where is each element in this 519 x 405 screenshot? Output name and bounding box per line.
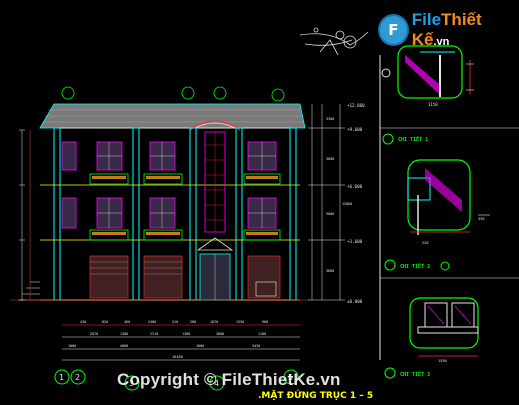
height-dim: 3300 (326, 117, 334, 121)
svg-text:3430: 3430 (252, 344, 260, 348)
dim-total: 16460 (172, 355, 183, 359)
svg-text:510: 510 (172, 320, 178, 324)
brand-name: FileThiết Kế.vn (412, 10, 519, 50)
brand-name-part3: .vn (433, 36, 450, 48)
dim-row-mid: 2070 1300 2310 1380 3000 1100 (90, 332, 266, 336)
svg-text:330: 330 (478, 217, 485, 221)
brand-name-part1: File (411, 10, 442, 29)
svg-text:1550: 1550 (438, 359, 447, 363)
copyright-watermark: Copyright © FileThietKe.vn (117, 370, 341, 389)
svg-text:1380: 1380 (182, 332, 190, 336)
height-dim: 3600 (326, 269, 334, 273)
svg-text:960: 960 (262, 320, 268, 324)
svg-text:1600: 1600 (196, 344, 204, 348)
detail-1-drawing: 1150 CHI TIẾT 1 (381, 45, 474, 145)
height-dim: 3000 (326, 212, 334, 216)
svg-text:430: 430 (80, 320, 86, 324)
svg-text:1070: 1070 (210, 320, 218, 324)
left-height-dimensions (19, 129, 31, 301)
detail-1-label: CHI TIẾT 1 (398, 135, 428, 143)
detail-3-label: CHI TIẾT 3 (400, 370, 430, 378)
bottom-dimensions (62, 324, 300, 361)
building-elevation (10, 86, 310, 301)
svg-text:820: 820 (102, 320, 108, 324)
dim-row-bottom: 1000 4060 1600 3430 (68, 344, 260, 348)
svg-text:3000: 3000 (216, 332, 224, 336)
axis-label: 2 (75, 373, 80, 382)
axis-label: 3 (129, 379, 134, 388)
svg-text:1000: 1000 (68, 344, 76, 348)
svg-text:1550: 1550 (236, 320, 244, 324)
axis-label: 4 (214, 379, 219, 388)
axis-label: 1 (59, 373, 64, 382)
level-label: +12.860 (347, 103, 365, 108)
svg-text:2400: 2400 (148, 320, 156, 324)
svg-text:2310: 2310 (150, 332, 158, 336)
svg-text:2070: 2070 (90, 332, 98, 336)
svg-text:4060: 4060 (120, 344, 128, 348)
level-label: +6.600 (347, 184, 363, 189)
svg-text:1100: 1100 (258, 332, 266, 336)
filethietke-logo-icon: F (378, 14, 409, 46)
svg-text:1300: 1300 (120, 332, 128, 336)
brand-name-part2: Thiết Kế (411, 10, 482, 49)
detail-2-drawing: 330 220 CHI TIẾT 2 (384, 159, 490, 271)
svg-text:1150: 1150 (428, 102, 438, 107)
level-label: ±0.000 (347, 299, 363, 304)
detail-2-label: CHI TIẾT 2 (400, 262, 430, 270)
axis-label: 5 (288, 373, 293, 382)
right-height-dimensions (308, 104, 345, 301)
axis-bubbles: 1 2 3 4 5 (54, 369, 299, 391)
drawing-title: .MẶT ĐỨNG TRỤC 1 – 5 (258, 391, 374, 401)
level-label: +3.600 (347, 239, 363, 244)
svg-text:460: 460 (124, 320, 130, 324)
height-dim-total: 12860 (342, 202, 352, 206)
brand-logo: F FileThiết Kế.vn (378, 10, 519, 49)
level-label: +9.600 (347, 127, 363, 132)
height-dim: 3000 (326, 157, 334, 161)
svg-text:280: 280 (190, 320, 196, 324)
svg-text:220: 220 (422, 241, 429, 245)
detail-3-drawing: 1550 CHI TIẾT 3 (384, 297, 479, 379)
dim-row-top: 430 820 460 2400 510 280 1070 1550 960 (80, 320, 268, 324)
tree-ornament (299, 27, 369, 56)
